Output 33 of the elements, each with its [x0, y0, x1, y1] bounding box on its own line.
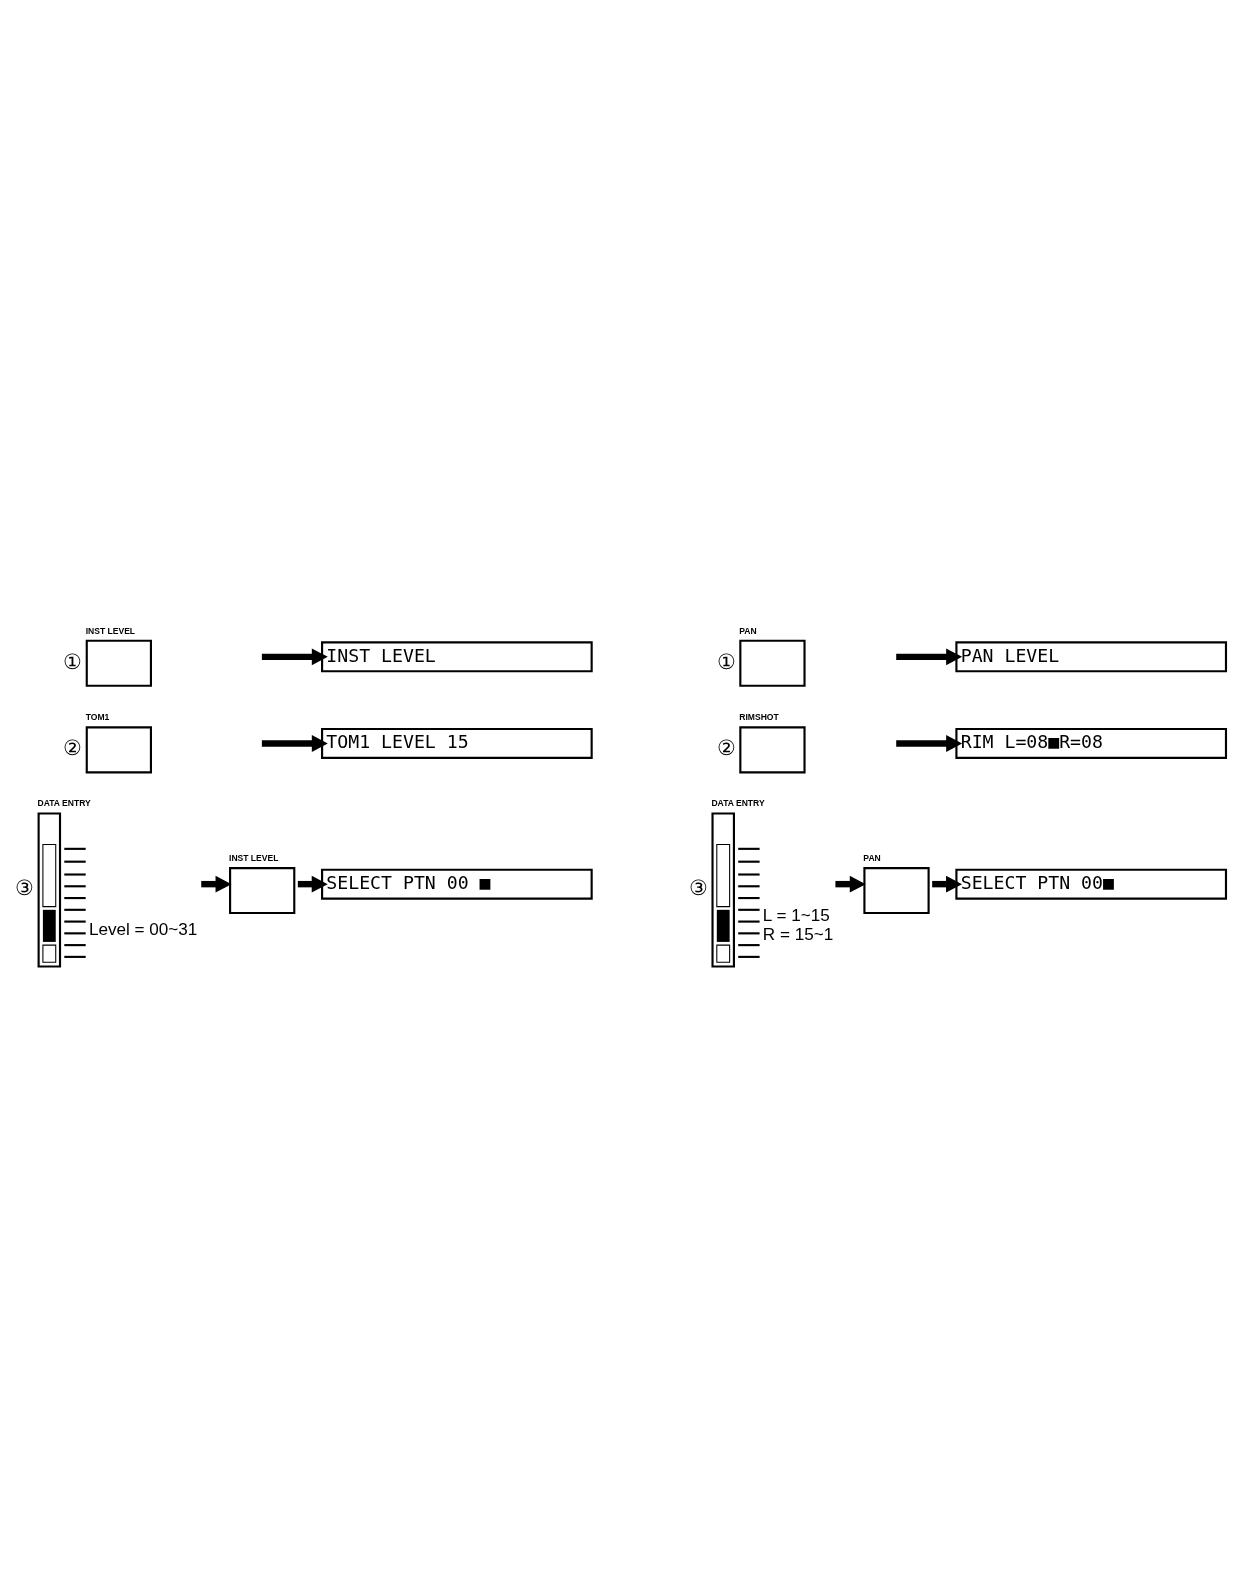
node-box: INST LEVEL — [321, 640, 593, 672]
node-box — [739, 725, 806, 773]
node-label: ③ — [689, 875, 708, 900]
arrow — [896, 647, 963, 665]
node-box — [739, 639, 806, 687]
node-box: PAN LEVEL — [955, 640, 1228, 672]
node-label: RIMSHOT — [739, 711, 779, 722]
node-box: RIM L=08■R=08 — [955, 727, 1228, 759]
node-box: SELECT PTN 00■ — [955, 868, 1228, 900]
node-box: TOM1 LEVEL 15 — [321, 727, 593, 759]
node-label: ① — [63, 649, 83, 674]
node-label: TOM1 — [85, 711, 110, 722]
node-label: ② — [716, 735, 736, 760]
node-label: PAN — [863, 852, 881, 863]
node-label: R = 15~1 — [762, 924, 834, 944]
node-box: SELECT PTN 00 ■ — [321, 868, 593, 900]
node-label: L = 1~15 — [762, 905, 830, 925]
node-label: DATA ENTRY — [711, 797, 765, 808]
node-label: INST LEVEL — [229, 852, 279, 863]
node-label: ② — [63, 735, 83, 760]
node-label: PAN — [739, 625, 757, 636]
node-box — [85, 725, 152, 773]
node-box — [85, 639, 152, 687]
node-box — [229, 866, 296, 914]
node-label: ① — [716, 649, 736, 674]
node-box — [863, 866, 930, 914]
arrow — [896, 734, 963, 752]
node-label: ③ — [15, 875, 35, 900]
node-label: Level = 00~31 — [88, 919, 198, 939]
arrow — [261, 734, 328, 752]
node-label: INST LEVEL — [85, 625, 136, 636]
arrow — [261, 647, 328, 665]
node-label: DATA ENTRY — [37, 797, 91, 808]
